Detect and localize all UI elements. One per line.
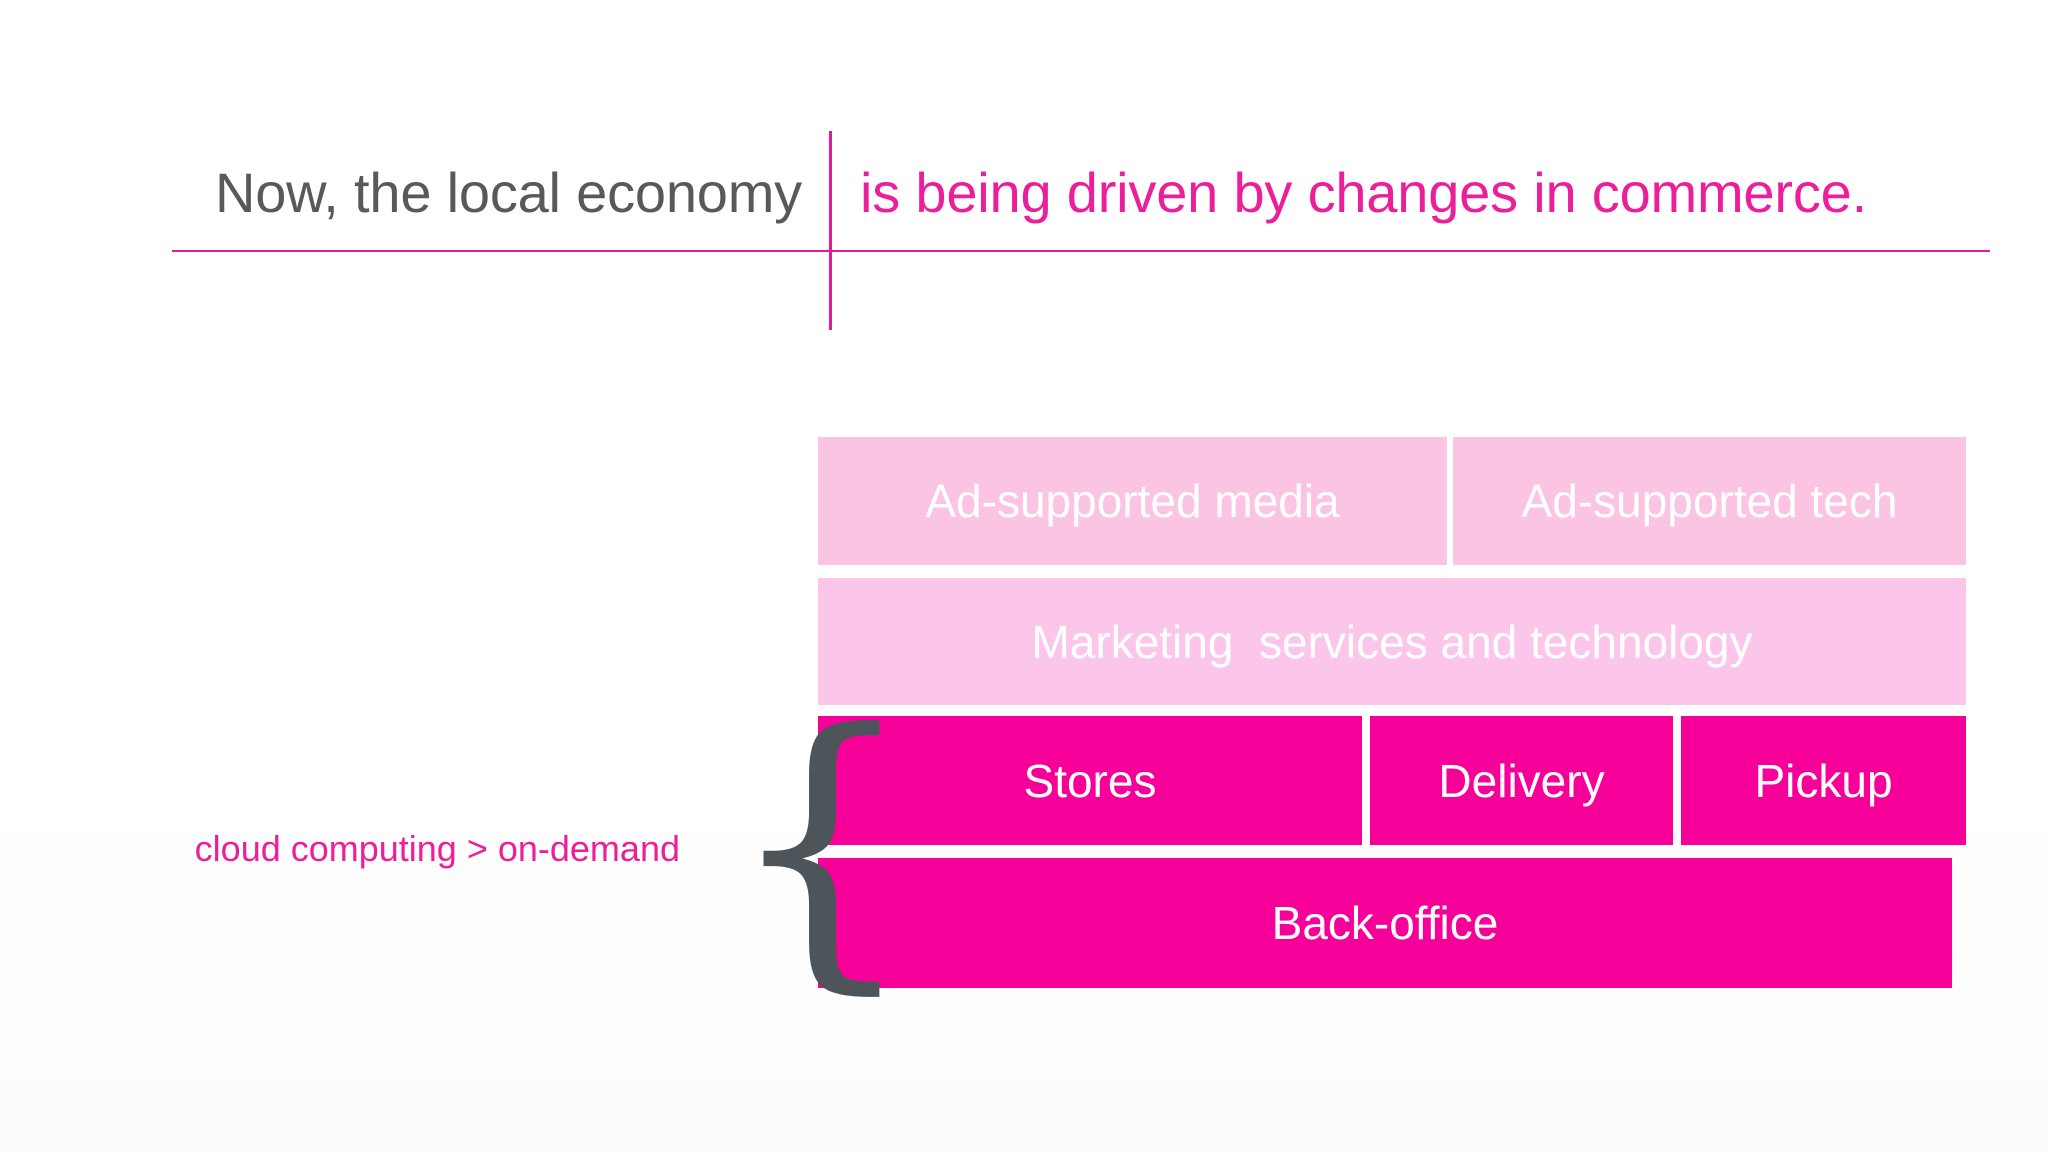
stack-cell-label: Pickup [1754, 754, 1893, 807]
stack-cell-label: Delivery [1438, 754, 1605, 807]
stack-cell-label: Ad-supported tech [1521, 475, 1898, 527]
stack-cell-ad-supported-tech[interactable]: Ad-supported tech [1453, 437, 1966, 565]
header-vertical-divider [829, 131, 832, 330]
stack-cell-pickup[interactable]: Pickup [1681, 716, 1966, 845]
stack-cell-delivery[interactable]: Delivery [1370, 716, 1673, 845]
header-left-text: Now, the local economy [214, 161, 802, 224]
header-horizontal-rule [172, 250, 1990, 252]
header: Now, the local economy is being driven b… [0, 0, 2048, 350]
stack-cell-label: Stores [1023, 754, 1157, 807]
stack-cell-stores[interactable]: Stores [818, 716, 1362, 845]
stack-cell-marketing-services-and-technology[interactable]: Marketing services and technology [818, 578, 1966, 705]
curly-brace-icon: { [726, 680, 917, 1010]
stack-cell-label: Ad-supported media [925, 475, 1340, 527]
stack-cell-back-office[interactable]: Back-office [818, 858, 1952, 988]
stack-cell-label: Back-office [1271, 897, 1499, 949]
stack-cell-label: Marketing services and technology [1031, 615, 1753, 668]
stack-cell-ad-supported-media[interactable]: Ad-supported media [818, 437, 1447, 565]
header-right-text: is being driven by changes in commerce. [860, 161, 1867, 224]
annotation-cloud-computing-on-demand: cloud computing > on-demand [194, 828, 680, 869]
